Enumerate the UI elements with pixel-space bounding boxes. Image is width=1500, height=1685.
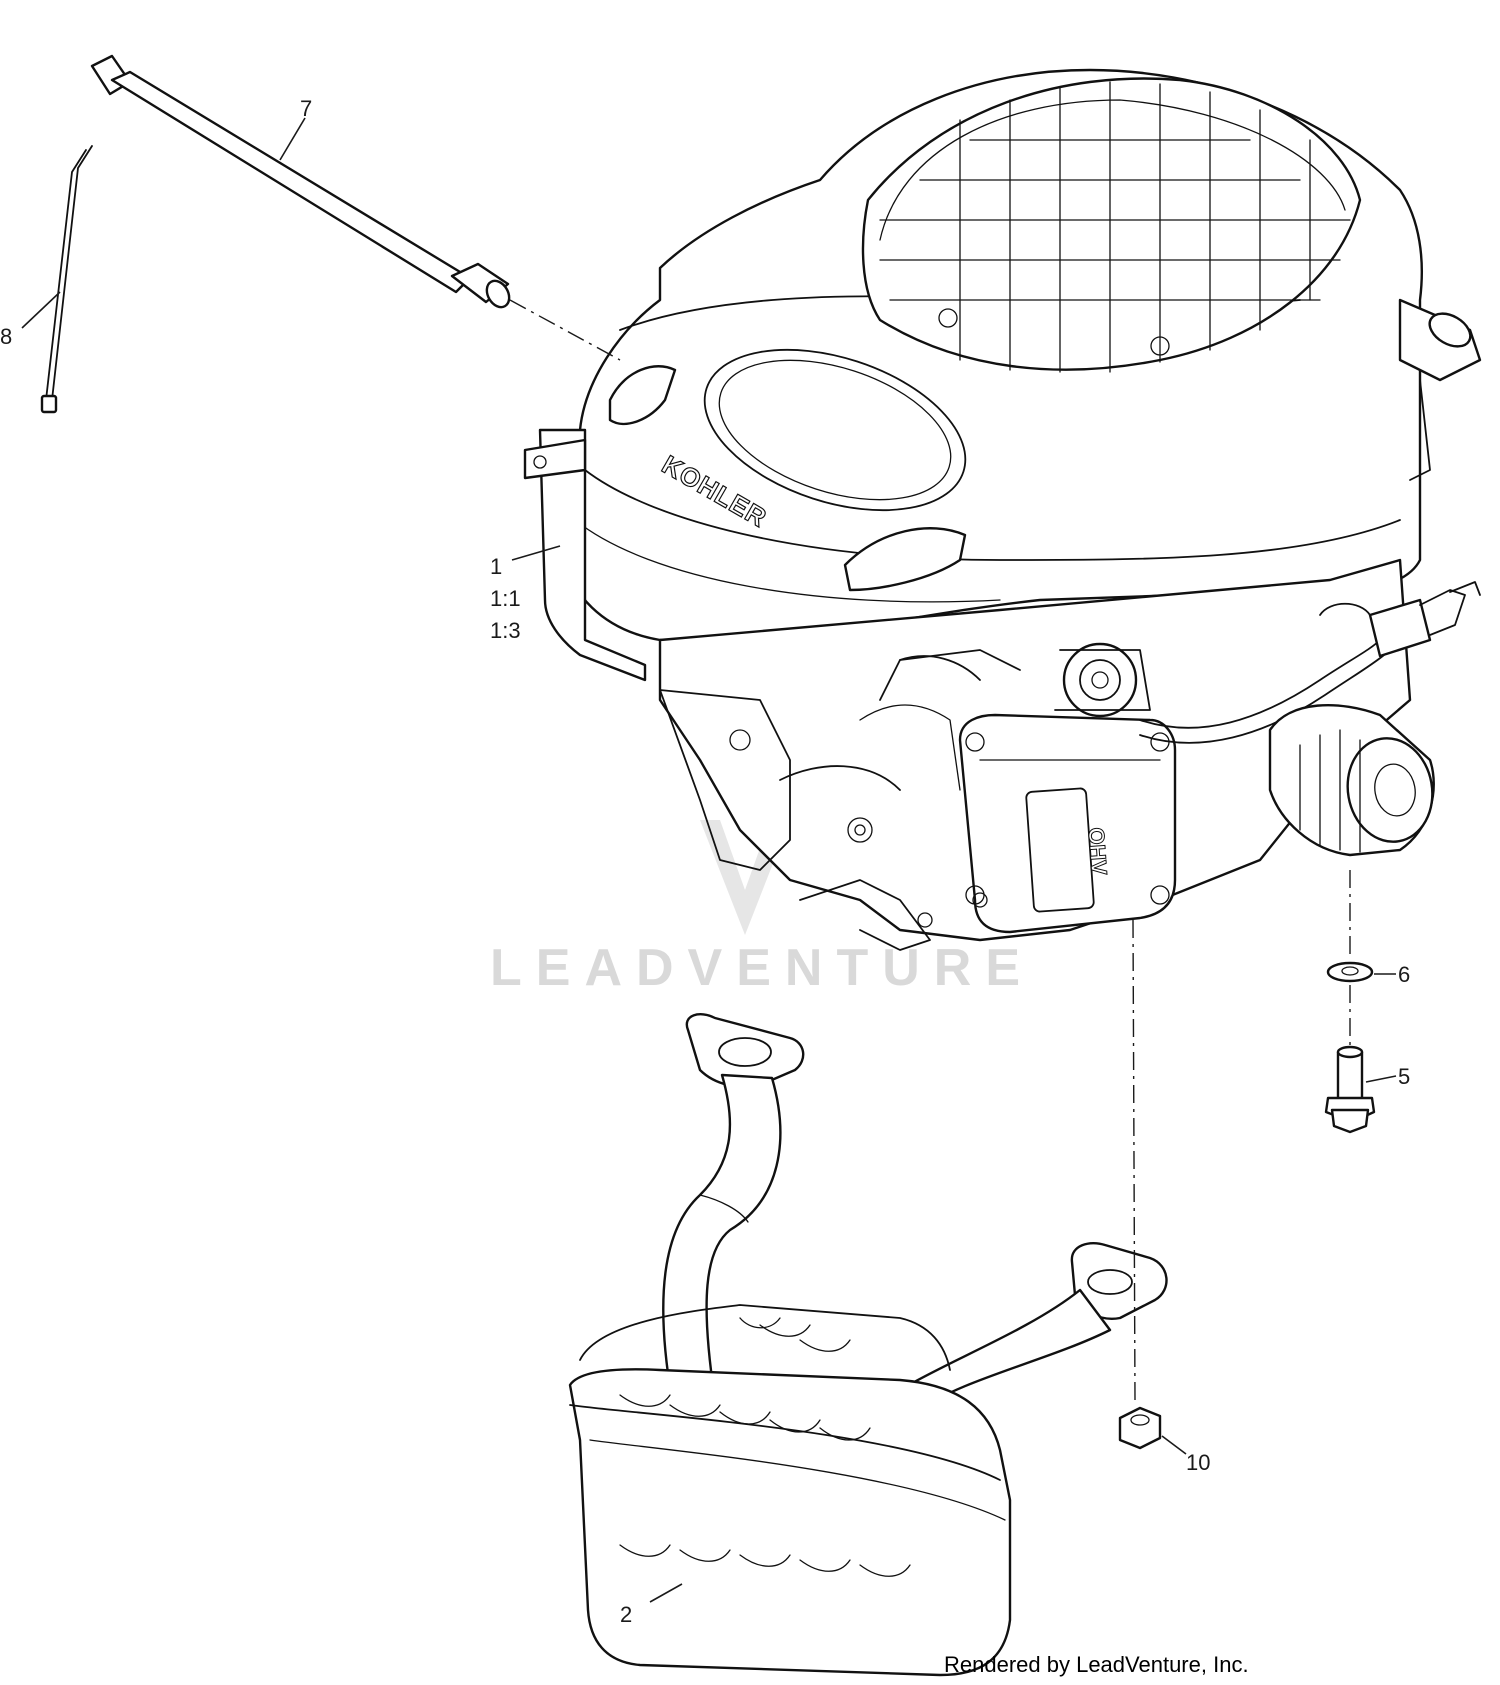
assembly-lines xyxy=(509,299,1351,1401)
washer-icon xyxy=(1326,961,1374,983)
bolt-icon xyxy=(1324,1045,1376,1134)
ohv-label: OHV xyxy=(1084,827,1112,877)
callout-1-3: 1:3 xyxy=(490,618,521,643)
callout-8: 8 xyxy=(0,324,12,349)
callout-1-1: 1:1 xyxy=(490,586,521,611)
render-credit: Rendered by LeadVenture, Inc. xyxy=(944,1652,1249,1677)
callouts: 7 8 1 1:1 1:3 6 5 10 2 xyxy=(0,96,1410,1627)
nut-icon xyxy=(1118,1406,1162,1450)
dipstick-tube-icon xyxy=(90,54,511,309)
callout-10: 10 xyxy=(1186,1450,1210,1475)
cable-tie-icon xyxy=(40,145,93,414)
muffler-icon xyxy=(568,1013,1168,1677)
fan-grille-icon xyxy=(861,77,1362,373)
watermark-text: LEADVENTURE xyxy=(490,939,1034,997)
callout-2: 2 xyxy=(620,1602,632,1627)
ohv-mark: OHV xyxy=(1025,787,1112,913)
callout-1: 1 xyxy=(490,554,502,579)
callout-5: 5 xyxy=(1398,1064,1410,1089)
engine-icon: KOHLER xyxy=(523,68,1482,951)
callout-7: 7 xyxy=(300,96,312,121)
callout-6: 6 xyxy=(1398,962,1410,987)
